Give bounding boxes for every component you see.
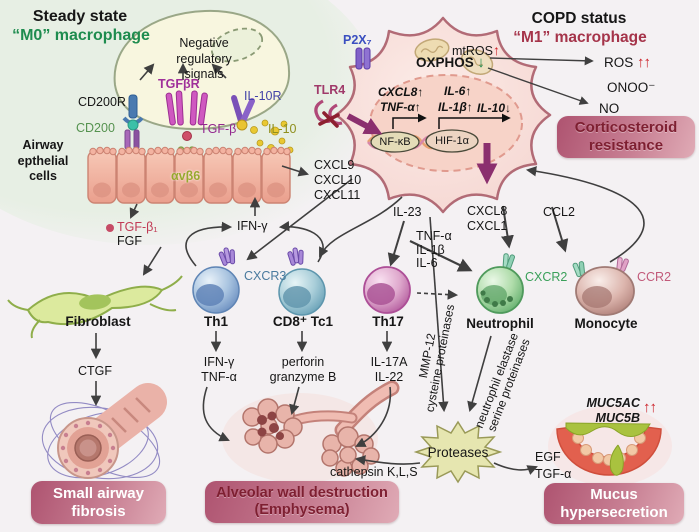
tgfb-label: TGF-β — [200, 122, 237, 136]
m0-nucleus-icon — [210, 27, 264, 63]
cathepsin-label: cathepsin K,L,S — [330, 465, 418, 479]
fibroblast-label: Fibroblast — [65, 314, 131, 329]
gene-il1b: IL-1β↑ — [438, 100, 473, 114]
ctgf-label: CTGF — [78, 364, 113, 378]
p2x7-receptor-icon — [355, 47, 371, 70]
mucus-hypersecretion-box: Mucus hypersecretion — [544, 483, 684, 524]
th1-cell — [192, 245, 240, 314]
gene-il10: IL-10↓ — [477, 101, 512, 115]
hif1a-label: HIF-1α — [435, 135, 469, 147]
neutrophil-cell — [476, 252, 524, 314]
cxcl8-cxcl1-label: CXCL8 CXCL1 — [467, 204, 508, 233]
th1-products-label: IFN-γ TNF-α — [201, 355, 237, 384]
ccl2-label: CCL2 — [543, 205, 575, 219]
ros-text: ROS — [604, 55, 634, 70]
muc-up-arrows: ↑↑ — [643, 399, 657, 416]
tlr4-receptor-icon — [314, 99, 343, 128]
th17-cell — [363, 266, 411, 314]
monocyte-cell — [571, 256, 635, 316]
p2x7-label: P2X₇ — [343, 33, 372, 47]
proteases-starburst — [413, 420, 503, 484]
nfkb-label: NF-κB — [379, 136, 411, 148]
mtros-text: mtROS — [452, 44, 493, 58]
fibroblast-illustration — [7, 275, 183, 339]
mucus-illustration — [548, 406, 672, 486]
cd200-label: CD200 — [76, 121, 115, 135]
cxcr3-label: CXCR3 — [244, 269, 287, 283]
oxphos-label: OXPHOS ↓ — [416, 54, 485, 72]
cd200r-label: CD200R — [78, 95, 126, 109]
no-label: NO — [599, 101, 620, 116]
gene-cxcl8: CXCL8↑ — [378, 85, 424, 99]
mitochondria-icon — [414, 38, 494, 75]
fgf-label: FGF — [117, 234, 142, 248]
small-airway-illustration — [41, 383, 167, 480]
small-airway-fibrosis-box: Small airway fibrosis — [31, 481, 166, 524]
m0-macrophage-cell — [113, 9, 291, 131]
gene-il6: IL-6↑ — [444, 84, 472, 98]
th1-label: Th1 — [203, 314, 228, 329]
il23-label: IL-23 — [393, 205, 422, 219]
tgfb-ligand-icon — [182, 131, 192, 141]
alveoli-illustration — [222, 380, 400, 483]
promoter-arrows — [392, 113, 511, 129]
arrows — [90, 56, 645, 475]
hif1a-oval — [425, 129, 479, 153]
tc1-cell — [278, 246, 326, 316]
egf-tgfa-label: EGF TGF-α — [535, 450, 572, 481]
oxphos-text: OXPHOS — [416, 55, 474, 70]
m1-macrophage-title: “M1” macrophage — [513, 29, 647, 46]
tc1-products-label: perforin granzyme B — [269, 355, 337, 384]
tgfb1-label: TGF-β₁ — [117, 220, 158, 234]
tnfa-il1b-il6-label: TNF-α IL-1β IL-6 — [416, 229, 452, 270]
cd200r-receptor-icon — [122, 94, 144, 150]
onoo-label: ONOO⁻ — [607, 80, 656, 95]
corticosteroid-resistance-box: Corticosteroid resistance — [557, 116, 695, 158]
nfkb-oval — [370, 131, 420, 153]
airway-epithelial-cells-label: Airway epthelial cells — [17, 138, 69, 183]
tgfb1-dot-icon — [106, 224, 114, 232]
ifng-label: IFN-γ — [237, 219, 268, 233]
emphysema-box: Alveolar wall destruction (Emphysema) — [205, 481, 399, 523]
oxphos-down-arrow: ↓ — [477, 54, 485, 71]
mtros-up-arrow: ↑ — [492, 42, 500, 58]
ros-up-arrows: ↑↑ — [637, 54, 651, 71]
mtros-label: mtROS↑ — [452, 42, 500, 59]
il10r-receptor-icon — [231, 95, 255, 131]
monocyte-label: Monocyte — [574, 316, 638, 331]
steady-state-title: Steady state — [32, 8, 128, 25]
il10-label: IL-10 — [268, 122, 297, 136]
cxcl9-10-11-label: CXCL9 CXCL10 CXCL11 — [314, 158, 362, 202]
proteases-label: Proteases — [427, 445, 489, 460]
cxcr2-label: CXCR2 — [525, 270, 568, 284]
th17-products-label: IL-17A IL-22 — [370, 355, 408, 384]
il10r-label: IL-10R — [244, 89, 282, 103]
neutrophil-label: Neutrophil — [466, 316, 534, 331]
m0-macrophage-title: “M0” macrophage — [12, 27, 150, 44]
ros-label: ROS ↑↑ — [604, 54, 651, 72]
tgfbr-label: TGFβR — [158, 77, 200, 91]
th17-label: Th17 — [372, 314, 404, 329]
copd-status-title: COPD status — [531, 10, 627, 27]
gene-tnfa: TNF-α↑ — [380, 100, 421, 114]
negative-regulatory-signals-label: Negative regulatory signals — [176, 36, 232, 81]
tlr4-label: TLR4 — [314, 83, 346, 97]
tc1-label: CD8⁺ Tc1 — [272, 314, 334, 329]
tgfbr-receptor-icon — [165, 90, 208, 141]
ccr2-label: CCR2 — [637, 270, 672, 284]
avb6-label: αvβ6 — [171, 169, 201, 183]
purple-signal-arrows — [346, 113, 498, 185]
muc5ac-muc5b-label: MUC5AC MUC5B — [586, 396, 640, 425]
